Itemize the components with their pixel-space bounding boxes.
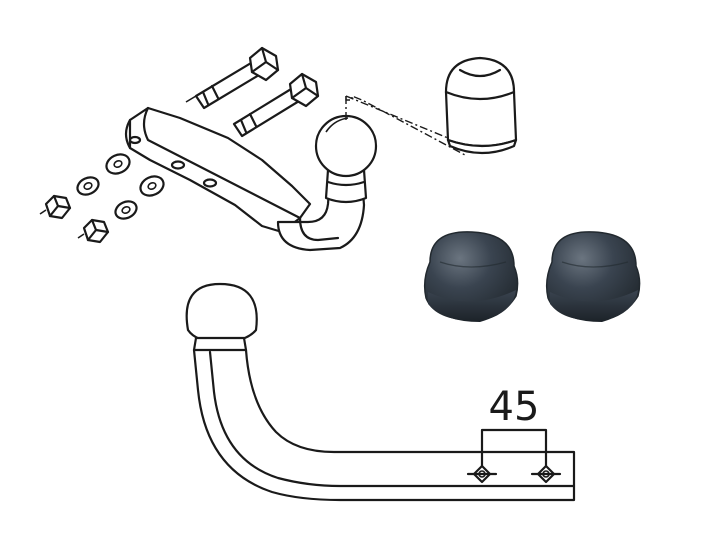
washer (76, 176, 100, 196)
washer (139, 175, 165, 197)
washer (105, 153, 131, 175)
mounting-hole (466, 464, 498, 484)
mounting-bolt (232, 72, 320, 138)
leader-line (345, 95, 449, 139)
mounting-hole (530, 464, 562, 484)
washer (114, 200, 138, 220)
dimension-label: 45 (489, 384, 540, 430)
rubber-cap (423, 231, 519, 322)
rubber-cap (545, 231, 641, 322)
tow-bar-assembly (124, 96, 378, 252)
nut (77, 218, 110, 244)
tow-bar-side-profile: 45 (185, 282, 576, 502)
mounting-bolt (185, 46, 280, 110)
protective-cap-outline (444, 56, 518, 155)
nut (39, 194, 72, 220)
